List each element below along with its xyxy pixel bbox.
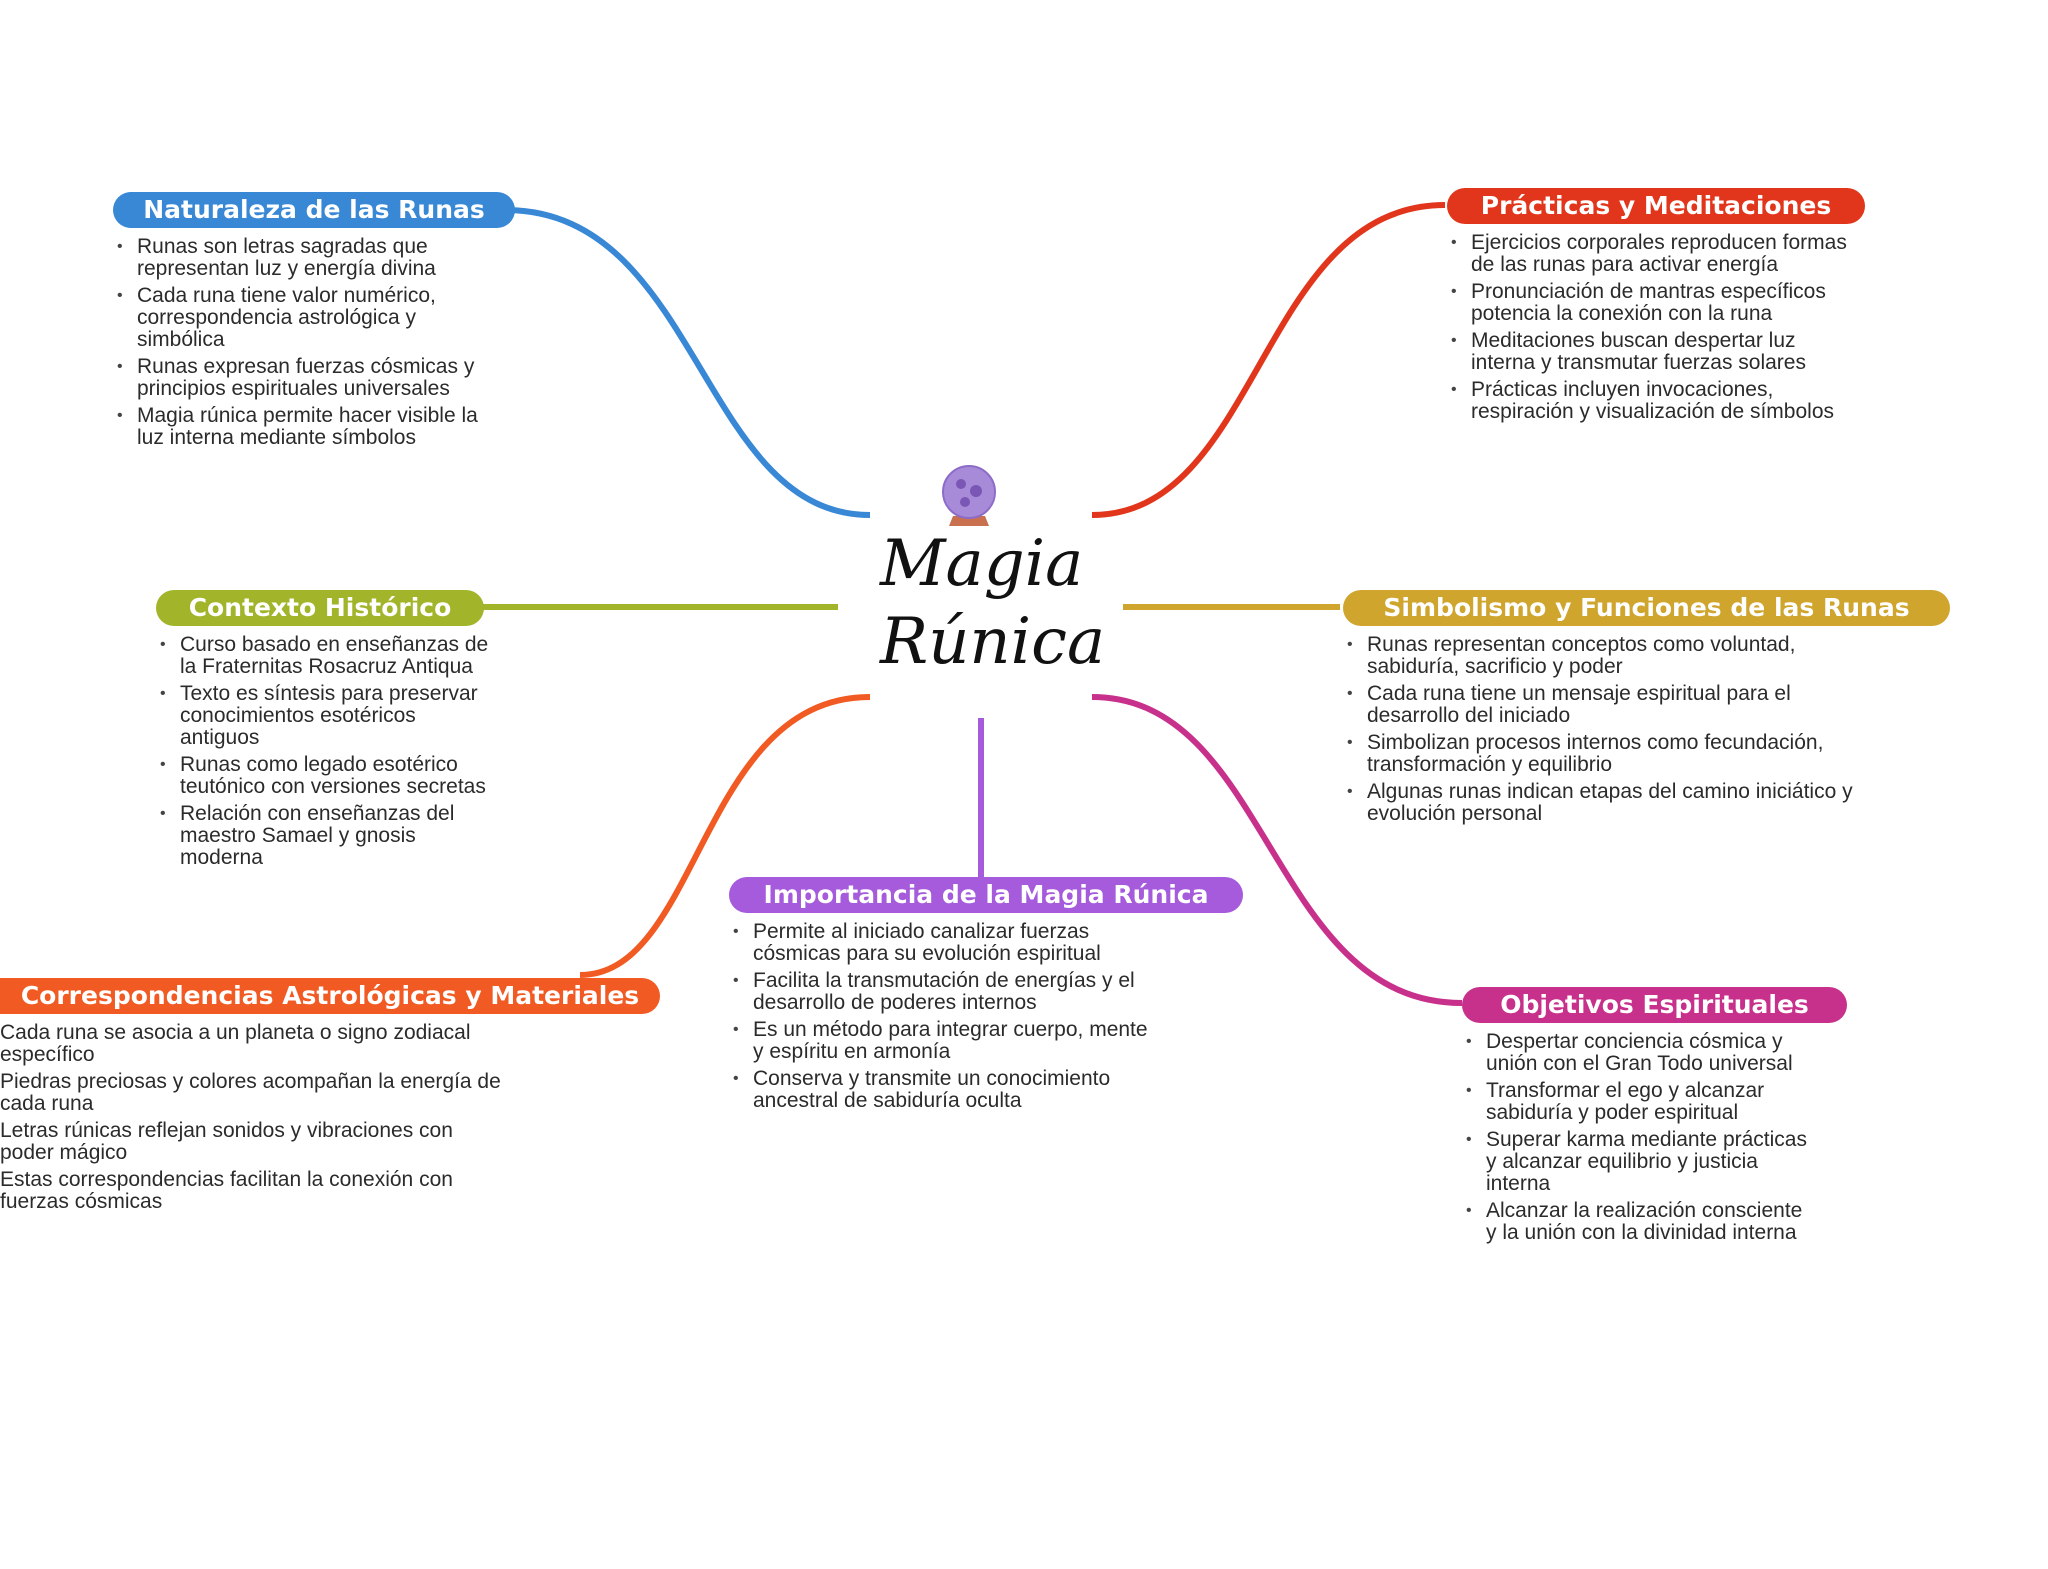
list-item: Simbolizan procesos internos como fecund… xyxy=(1343,732,1883,776)
list-item: Meditaciones buscan despertar luz intern… xyxy=(1447,330,1847,374)
topic-naturaleza-de-las-runas[interactable]: Naturaleza de las Runas xyxy=(113,192,515,228)
central-topic-line2: Rúnica xyxy=(880,605,1106,679)
list-item: Relación con enseñanzas del maestro Sama… xyxy=(156,803,491,869)
connector-practicas xyxy=(1091,202,1446,518)
list-item: Prácticas incluyen invocaciones, respira… xyxy=(1447,379,1847,423)
list-item: Pronunciación de mantras específicos pot… xyxy=(1447,281,1847,325)
list-item: Permite al iniciado canalizar fuerzas có… xyxy=(729,921,1154,965)
topic-simbolismo-y-funciones[interactable]: Simbolismo y Funciones de las Runas xyxy=(1343,590,1950,626)
list-item: Superar karma mediante prácticas y alcan… xyxy=(1462,1129,1817,1195)
crystal-ball-icon xyxy=(939,462,999,530)
list-item: Algunas runas indican etapas del camino … xyxy=(1343,781,1883,825)
list-item: Transformar el ego y alcanzar sabiduría … xyxy=(1462,1080,1817,1124)
list-item: Runas como legado esotérico teutónico co… xyxy=(156,754,491,798)
connector-naturaleza xyxy=(504,207,871,518)
list-item: Piedras preciosas y colores acompañan la… xyxy=(0,1071,506,1115)
list-item: Runas son letras sagradas que representa… xyxy=(113,236,483,280)
list-item: Cada runa tiene valor numérico, correspo… xyxy=(113,285,483,351)
topic-importancia-magia-runica[interactable]: Importancia de la Magia Rúnica xyxy=(729,877,1243,913)
central-topic: Magia Rúnica xyxy=(880,525,1106,681)
list-item: Es un método para integrar cuerpo, mente… xyxy=(729,1019,1154,1063)
list-item: Cada runa tiene un mensaje espiritual pa… xyxy=(1343,683,1883,727)
connector-objetivos xyxy=(1091,694,1463,1006)
list-item: Texto es síntesis para preservar conocim… xyxy=(156,683,491,749)
topic-correspondencias-astrologicas[interactable]: Correspondencias Astrológicas y Material… xyxy=(0,978,660,1014)
list-item: Cada runa se asocia a un planeta o signo… xyxy=(0,1022,506,1066)
list-item: Magia rúnica permite hacer visible la lu… xyxy=(113,405,483,449)
topic-contexto-historico[interactable]: Contexto Histórico xyxy=(156,590,484,626)
list-item: Runas expresan fuerzas cósmicas y princi… xyxy=(113,356,483,400)
topic-practicas-y-meditaciones[interactable]: Prácticas y Meditaciones xyxy=(1447,188,1865,224)
importancia-list: Permite al iniciado canalizar fuerzas có… xyxy=(729,921,1154,1117)
objetivos-list: Despertar conciencia cósmica y unión con… xyxy=(1462,1031,1817,1249)
central-topic-line1: Magia xyxy=(880,527,1084,601)
list-item: Ejercicios corporales reproducen formas … xyxy=(1447,232,1847,276)
list-item: Estas correspondencias facilitan la cone… xyxy=(0,1169,506,1213)
list-item: Letras rúnicas reflejan sonidos y vibrac… xyxy=(0,1120,506,1164)
list-item: Conserva y transmite un conocimiento anc… xyxy=(729,1068,1154,1112)
simbolismo-list: Runas representan conceptos como volunta… xyxy=(1343,634,1883,830)
list-item: Facilita la transmutación de energías y … xyxy=(729,970,1154,1014)
list-item: Runas representan conceptos como volunta… xyxy=(1343,634,1883,678)
naturaleza-list: Runas son letras sagradas que representa… xyxy=(113,236,483,454)
connector-correspondencias xyxy=(579,694,871,978)
list-item: Despertar conciencia cósmica y unión con… xyxy=(1462,1031,1817,1075)
list-item: Curso basado en enseñanzas de la Fratern… xyxy=(156,634,491,678)
correspondencias-list: Cada runa se asocia a un planeta o signo… xyxy=(0,1022,506,1218)
practicas-list: Ejercicios corporales reproducen formas … xyxy=(1447,232,1847,428)
list-item: Alcanzar la realización consciente y la … xyxy=(1462,1200,1817,1244)
topic-objetivos-espirituales[interactable]: Objetivos Espirituales xyxy=(1462,987,1847,1023)
contexto-list: Curso basado en enseñanzas de la Fratern… xyxy=(156,634,491,874)
